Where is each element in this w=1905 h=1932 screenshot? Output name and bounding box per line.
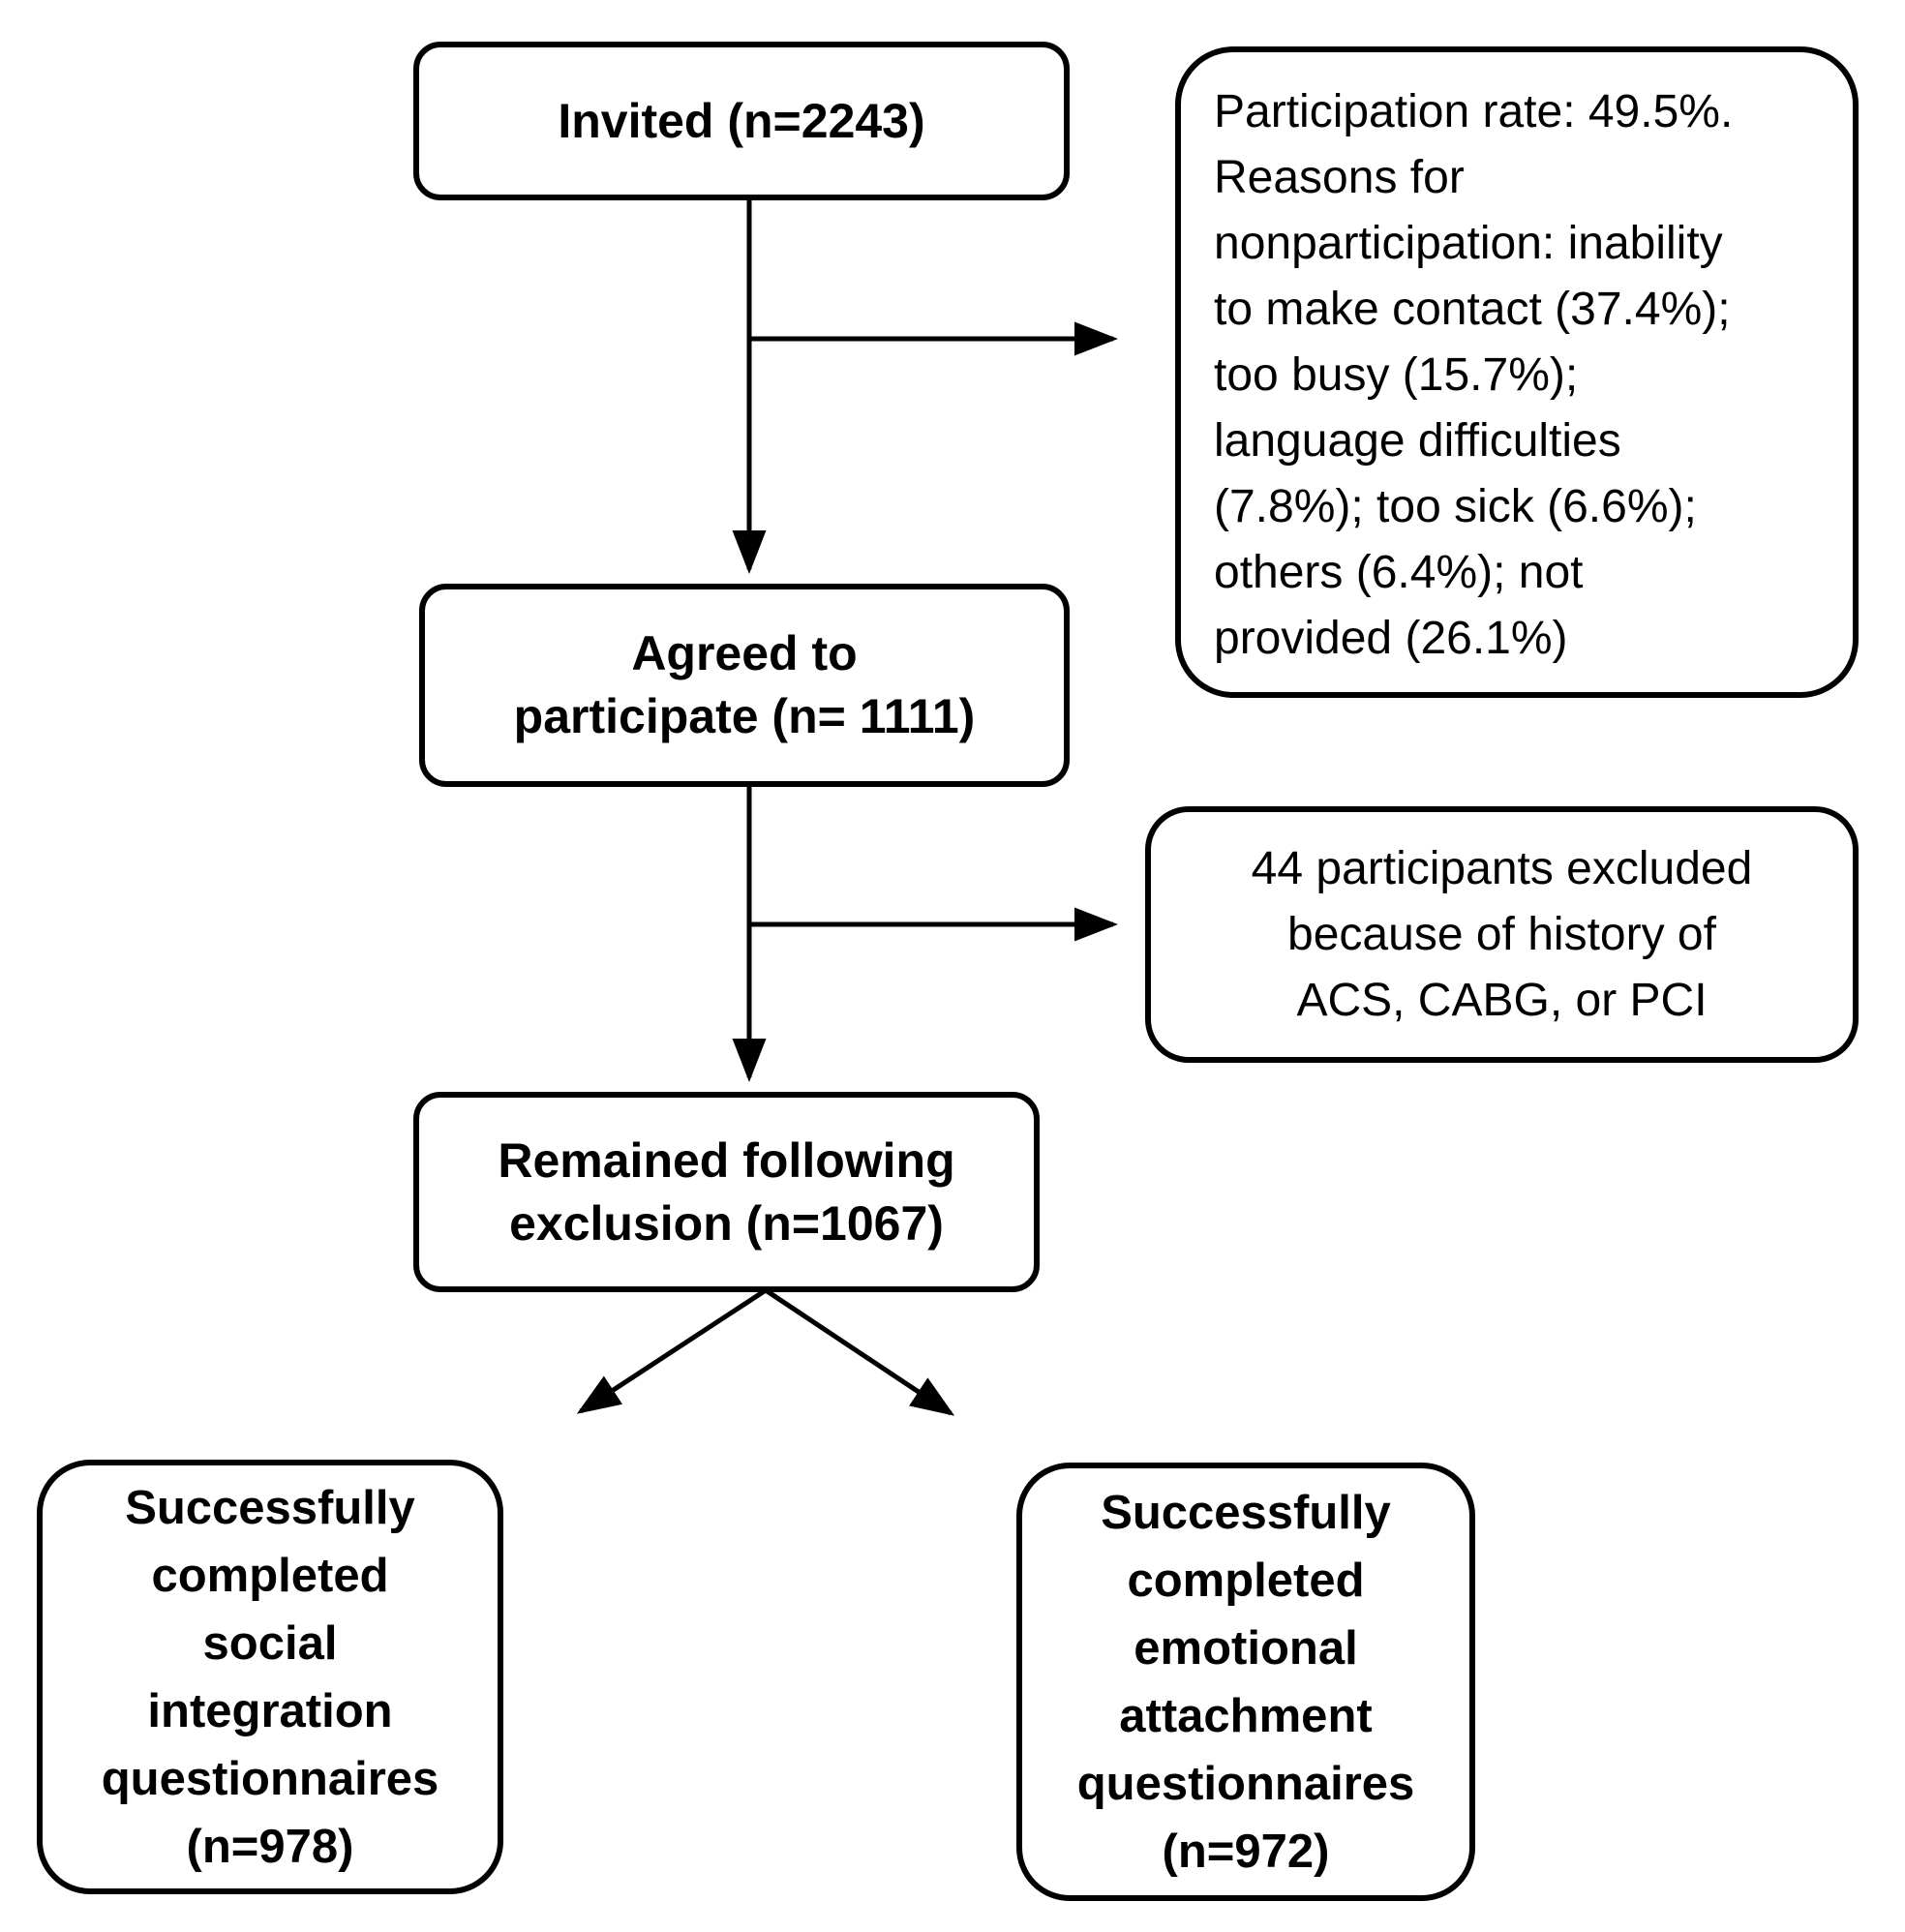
- arrow-remained-to-social: [576, 1287, 768, 1414]
- agreed-label: Agreed to participate (n= 1111): [513, 626, 976, 743]
- remained-label: Remained following exclusion (n=1067): [498, 1132, 955, 1251]
- emotional-questionnaire-box: Successfully completed emotional attachm…: [1016, 1463, 1475, 1901]
- participation-note-label: Participation rate: 49.5%. Reasons for n…: [1214, 86, 1734, 664]
- participation-note-box: Participation rate: 49.5%. Reasons for n…: [1175, 46, 1859, 698]
- arrow-remained-to-emotional: [764, 1287, 955, 1416]
- exclusion-note-box: 44 participants excluded because of hist…: [1145, 806, 1859, 1063]
- exclusion-note-label: 44 participants excluded because of hist…: [1251, 842, 1753, 1026]
- remained-box: Remained following exclusion (n=1067): [413, 1092, 1040, 1292]
- agreed-box: Agreed to participate (n= 1111): [419, 584, 1070, 787]
- social-questionnaire-label: Successfully completed social integratio…: [101, 1481, 439, 1873]
- invited-label: Invited (n=2243): [558, 93, 925, 148]
- emotional-questionnaire-label: Successfully completed emotional attachm…: [1076, 1486, 1415, 1878]
- invited-box: Invited (n=2243): [413, 42, 1070, 200]
- social-questionnaire-box: Successfully completed social integratio…: [37, 1460, 503, 1894]
